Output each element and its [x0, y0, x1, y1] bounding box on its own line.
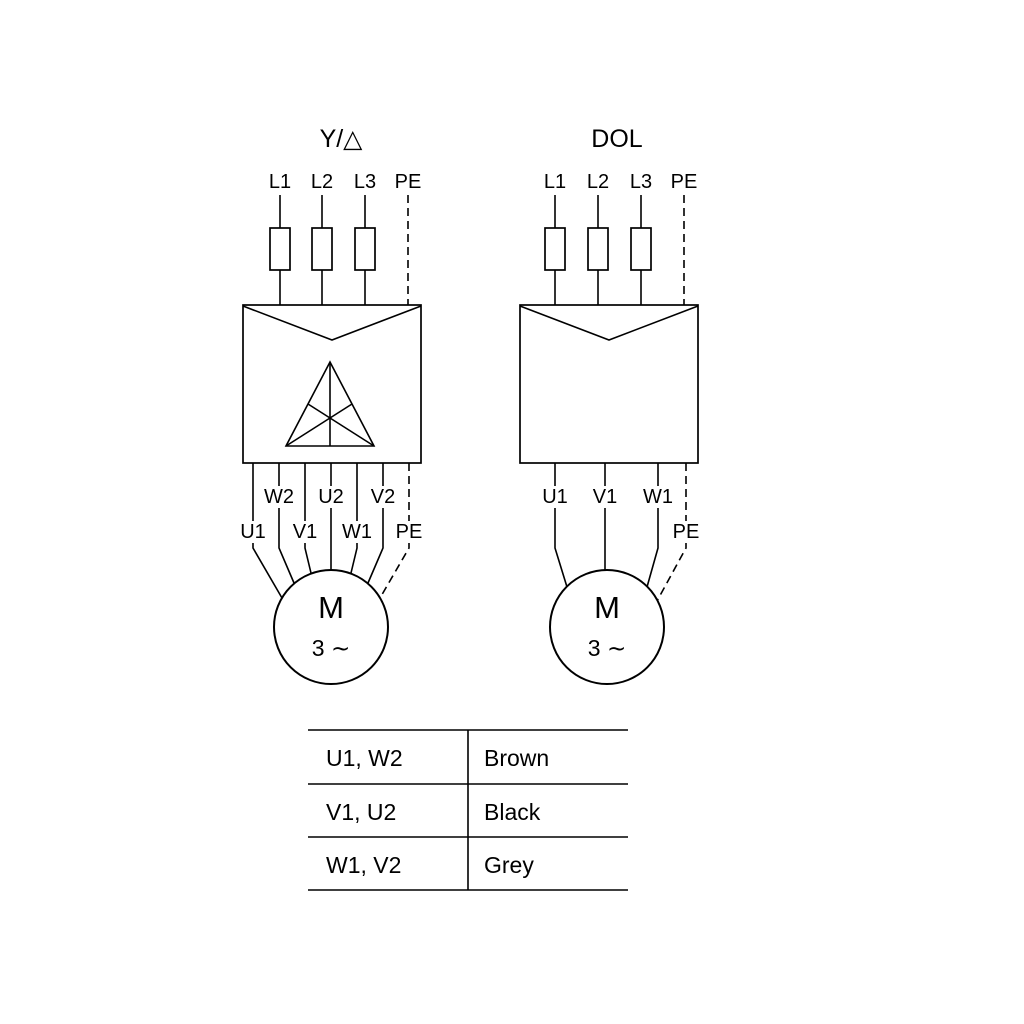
table-cell-color: Black: [484, 799, 541, 825]
terminal-label-w2: W2: [264, 486, 294, 508]
supply-label-l1: L1: [269, 171, 291, 193]
fuse-l3: [354, 227, 376, 271]
terminal-label-u1: U1: [240, 521, 266, 543]
fuse-l2: [311, 227, 333, 271]
starter-box: [519, 304, 699, 464]
terminal-label-v1: V1: [293, 521, 317, 543]
motor-symbol: M 3 ∼: [549, 569, 665, 685]
supply-label-pe: PE: [671, 171, 698, 193]
star-delta-diagram: Y/△ L1 L2 L3 PE: [238, 125, 424, 685]
motor-circle: [273, 569, 389, 685]
supply-label-l2: L2: [311, 171, 333, 193]
delta-symbol-icon: [284, 360, 376, 447]
terminal-label-pe: PE: [673, 521, 700, 543]
fuse-l2: [587, 227, 609, 271]
dol-title: DOL: [591, 125, 643, 153]
lead-u1: [554, 463, 568, 588]
terminal-label-v1: V1: [593, 486, 617, 508]
lead-u1: [252, 463, 283, 599]
motor-symbol: M 3 ∼: [273, 569, 389, 685]
lead-pe: [379, 463, 410, 599]
table-row: V1, U2 Black: [326, 799, 541, 825]
fuse-l1: [269, 227, 291, 271]
fuse-l3: [630, 227, 652, 271]
terminal-label-pe: PE: [396, 521, 423, 543]
supply-label-l3: L3: [630, 171, 652, 193]
label-mask: [643, 486, 673, 508]
motor-phase: 3 ∼: [312, 635, 350, 661]
supply-label-l3: L3: [354, 171, 376, 193]
dol-diagram: DOL L1 L2 L3 PE U1 V1 W1 PE: [519, 125, 701, 685]
table-cell-color: Grey: [484, 852, 534, 878]
label-mask: [671, 521, 701, 543]
contactor-chevron-icon: [519, 305, 699, 341]
terminal-label-w1: W1: [342, 521, 372, 543]
label-mask: [264, 486, 294, 508]
motor-circle: [549, 569, 665, 685]
label-mask: [590, 486, 620, 508]
motor-letter: M: [594, 590, 620, 625]
table-row: W1, V2 Grey: [326, 852, 534, 878]
color-table: U1, W2 Brown V1, U2 Black W1, V2 Grey: [308, 729, 628, 891]
motor-letter: M: [318, 590, 344, 625]
lead-v1: [304, 463, 312, 574]
table-cell-color: Brown: [484, 745, 549, 771]
label-mask: [342, 521, 372, 543]
label-mask: [290, 521, 320, 543]
lead-w1: [646, 463, 659, 588]
label-mask: [540, 486, 570, 508]
supply-label-l1: L1: [544, 171, 566, 193]
motor-phase: 3 ∼: [588, 635, 626, 661]
contactor-chevron-icon: [242, 305, 422, 341]
label-mask: [368, 486, 398, 508]
starter-box: [242, 304, 422, 464]
label-mask: [316, 486, 346, 508]
supply-label-l2: L2: [587, 171, 609, 193]
table-row: U1, W2 Brown: [326, 745, 549, 771]
table-cell-terminals: W1, V2: [326, 852, 401, 878]
terminal-label-v2: V2: [371, 486, 395, 508]
fuse-l1: [544, 227, 566, 271]
terminal-label-w1: W1: [643, 486, 673, 508]
label-mask: [394, 521, 424, 543]
star-delta-title: Y/△: [320, 125, 364, 153]
lead-w1: [350, 463, 358, 574]
label-mask: [238, 521, 268, 543]
table-cell-terminals: V1, U2: [326, 799, 396, 825]
terminal-label-u1: U1: [542, 486, 568, 508]
lead-pe: [656, 463, 687, 602]
table-cell-terminals: U1, W2: [326, 745, 403, 771]
supply-label-pe: PE: [395, 171, 422, 193]
terminal-label-u2: U2: [318, 486, 344, 508]
